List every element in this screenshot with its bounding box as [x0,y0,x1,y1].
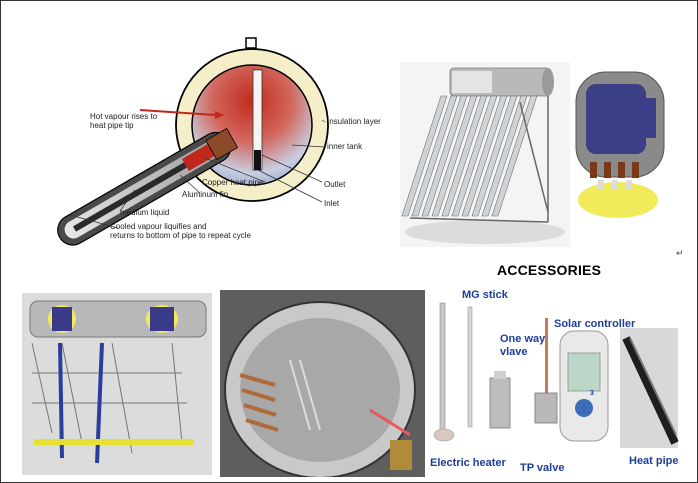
return-mark-1: ↵ [676,248,684,258]
evacuated-tube [57,127,239,246]
heat-pipe-diagram-svg [57,37,329,246]
cad-model-svg [22,293,212,475]
label-outlet: Outlet [324,180,346,189]
copper-tubes [239,373,279,432]
yellow-base [578,182,658,218]
label-hot-vapour: Hot vapour rises to heat pipe tip [90,112,158,130]
accessories-svg [430,283,685,478]
label-mg-stick: MG stick [462,289,508,301]
hot-vapour-arrowhead [215,111,224,119]
one-way-valve-body [489,377,511,429]
cutaway-window [586,84,646,154]
controller-dial [575,399,593,417]
accessories-heading: ACCESSORIES [497,262,602,278]
support-frame [409,96,549,223]
label-copper-pipe: Copper heat pipe [202,178,264,187]
label-inlet: Inlet [324,199,340,208]
tube-sockets [598,180,632,190]
mg-stick-rod [467,306,473,428]
tank-cutaway-svg [572,62,670,222]
hot-vapour-arrow [139,109,216,116]
tank-interior-photo [220,290,425,477]
solar-heater-photo [400,62,570,247]
tank-cutaway-photo [572,62,670,222]
inlet-pipe [254,150,261,170]
tp-valve-body [534,392,558,424]
heat-pipe-diagram: Hot vapour rises to heat pipe tip Insula… [40,30,400,265]
red-rod [369,408,411,437]
tp-valve-rod [545,318,548,393]
cad-model-panel [22,293,212,475]
heat-pipe-tube [622,336,679,445]
label-inner-tank: inner tank [327,142,363,151]
label-one-way-valve: One way vlave [500,333,546,358]
tank-handle [245,37,257,49]
label-cooled-vapour: Cooled vapour liquifies and returns to b… [110,222,251,240]
label-solar-controller: Solar controller [554,318,636,330]
label-tp-valve: TP valve [520,462,565,474]
leader-lines [69,119,326,229]
label-medium-liquid: medium liquid [120,208,170,217]
copper-nozzles [590,162,639,178]
rods [289,359,321,431]
tank-interior-svg [220,290,425,477]
cad-frame [31,342,187,454]
label-insulation: Insulation layer [327,117,381,126]
electric-heater-rod [439,302,446,434]
cad-yellow-rail [34,439,194,445]
solar-heater-svg [400,62,570,247]
controller-screen [567,352,601,392]
label-heat-pipe: Heat pipe [629,455,679,467]
label-electric-heater: Electric heater [430,457,506,469]
controller-display-digit: 3 [590,390,594,397]
cad-pipe-1 [58,342,64,459]
label-aluminum-fin: Aluminum fin [182,190,229,199]
brass-valve [390,440,412,470]
accessories-collage: MG stick One way vlave Solar controller … [430,283,685,478]
